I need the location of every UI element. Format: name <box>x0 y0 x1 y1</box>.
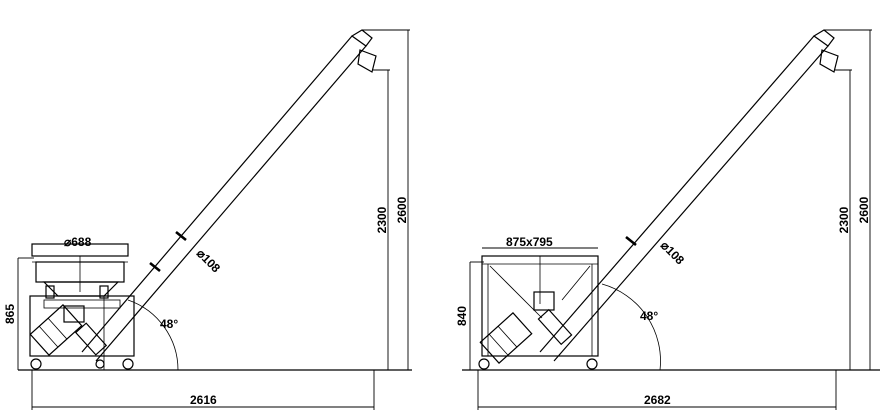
left-tube-joint-2 <box>175 230 187 242</box>
left-gearbox <box>74 322 108 356</box>
left-hopper-cone <box>42 281 120 297</box>
left-discharge-spout <box>357 49 377 73</box>
right-tube-label: ⌀108 <box>658 238 687 267</box>
left-height-top-label: 2600 <box>395 196 409 223</box>
left-screen-box <box>63 305 85 323</box>
right-tube-edge-top <box>539 35 815 353</box>
left-bolt-1 <box>45 285 55 299</box>
left-frame <box>29 295 135 357</box>
right-tube-joint <box>625 235 637 247</box>
left-height-discharge-label: 2300 <box>375 206 389 233</box>
right-screen-box <box>533 291 555 311</box>
right-discharge-spout <box>819 49 839 73</box>
right-height-top-label: 2600 <box>857 196 871 223</box>
right-height-discharge-label: 2300 <box>837 206 851 233</box>
left-angle-label: 48° <box>160 317 178 331</box>
left-caster-2 <box>122 358 134 370</box>
left-conveyor-drawing: ⌀688 ⌀108 2600 2300 865 48° 2616 <box>3 29 412 410</box>
right-tube-top-cap <box>812 29 835 47</box>
left-hopper-label: ⌀688 <box>64 235 92 249</box>
right-hopper-label: 875x795 <box>506 235 553 249</box>
left-length-label: 2616 <box>190 393 217 407</box>
left-tube-edge-bottom <box>95 45 367 362</box>
right-angle-arc <box>601 283 661 371</box>
right-motor <box>479 312 533 364</box>
left-caster-1 <box>30 358 42 370</box>
right-gearbox <box>537 308 573 346</box>
right-conveyor-drawing: 875x795 ⌀108 2600 2300 840 48° 2682 <box>455 29 880 410</box>
left-frame-crossbar <box>43 299 121 309</box>
left-tube-label: ⌀108 <box>194 246 223 275</box>
right-tube-edge-bottom <box>553 45 829 362</box>
left-tube-top-cap <box>350 29 373 47</box>
left-hopper-height-label: 865 <box>3 304 17 324</box>
right-angle-label: 48° <box>640 309 658 323</box>
right-caster-2 <box>586 358 598 370</box>
right-length-label: 2682 <box>644 393 671 407</box>
left-tube-joint-1 <box>149 261 161 273</box>
left-motor <box>29 304 83 356</box>
right-caster-1 <box>478 358 490 370</box>
right-hopper-slope-2 <box>561 265 591 301</box>
left-tube-edge-top <box>81 35 353 353</box>
left-angle-arc <box>127 299 179 371</box>
left-caster-3 <box>95 359 105 369</box>
right-hopper-slope-1 <box>489 265 543 319</box>
right-hopper-height-label: 840 <box>455 306 469 326</box>
